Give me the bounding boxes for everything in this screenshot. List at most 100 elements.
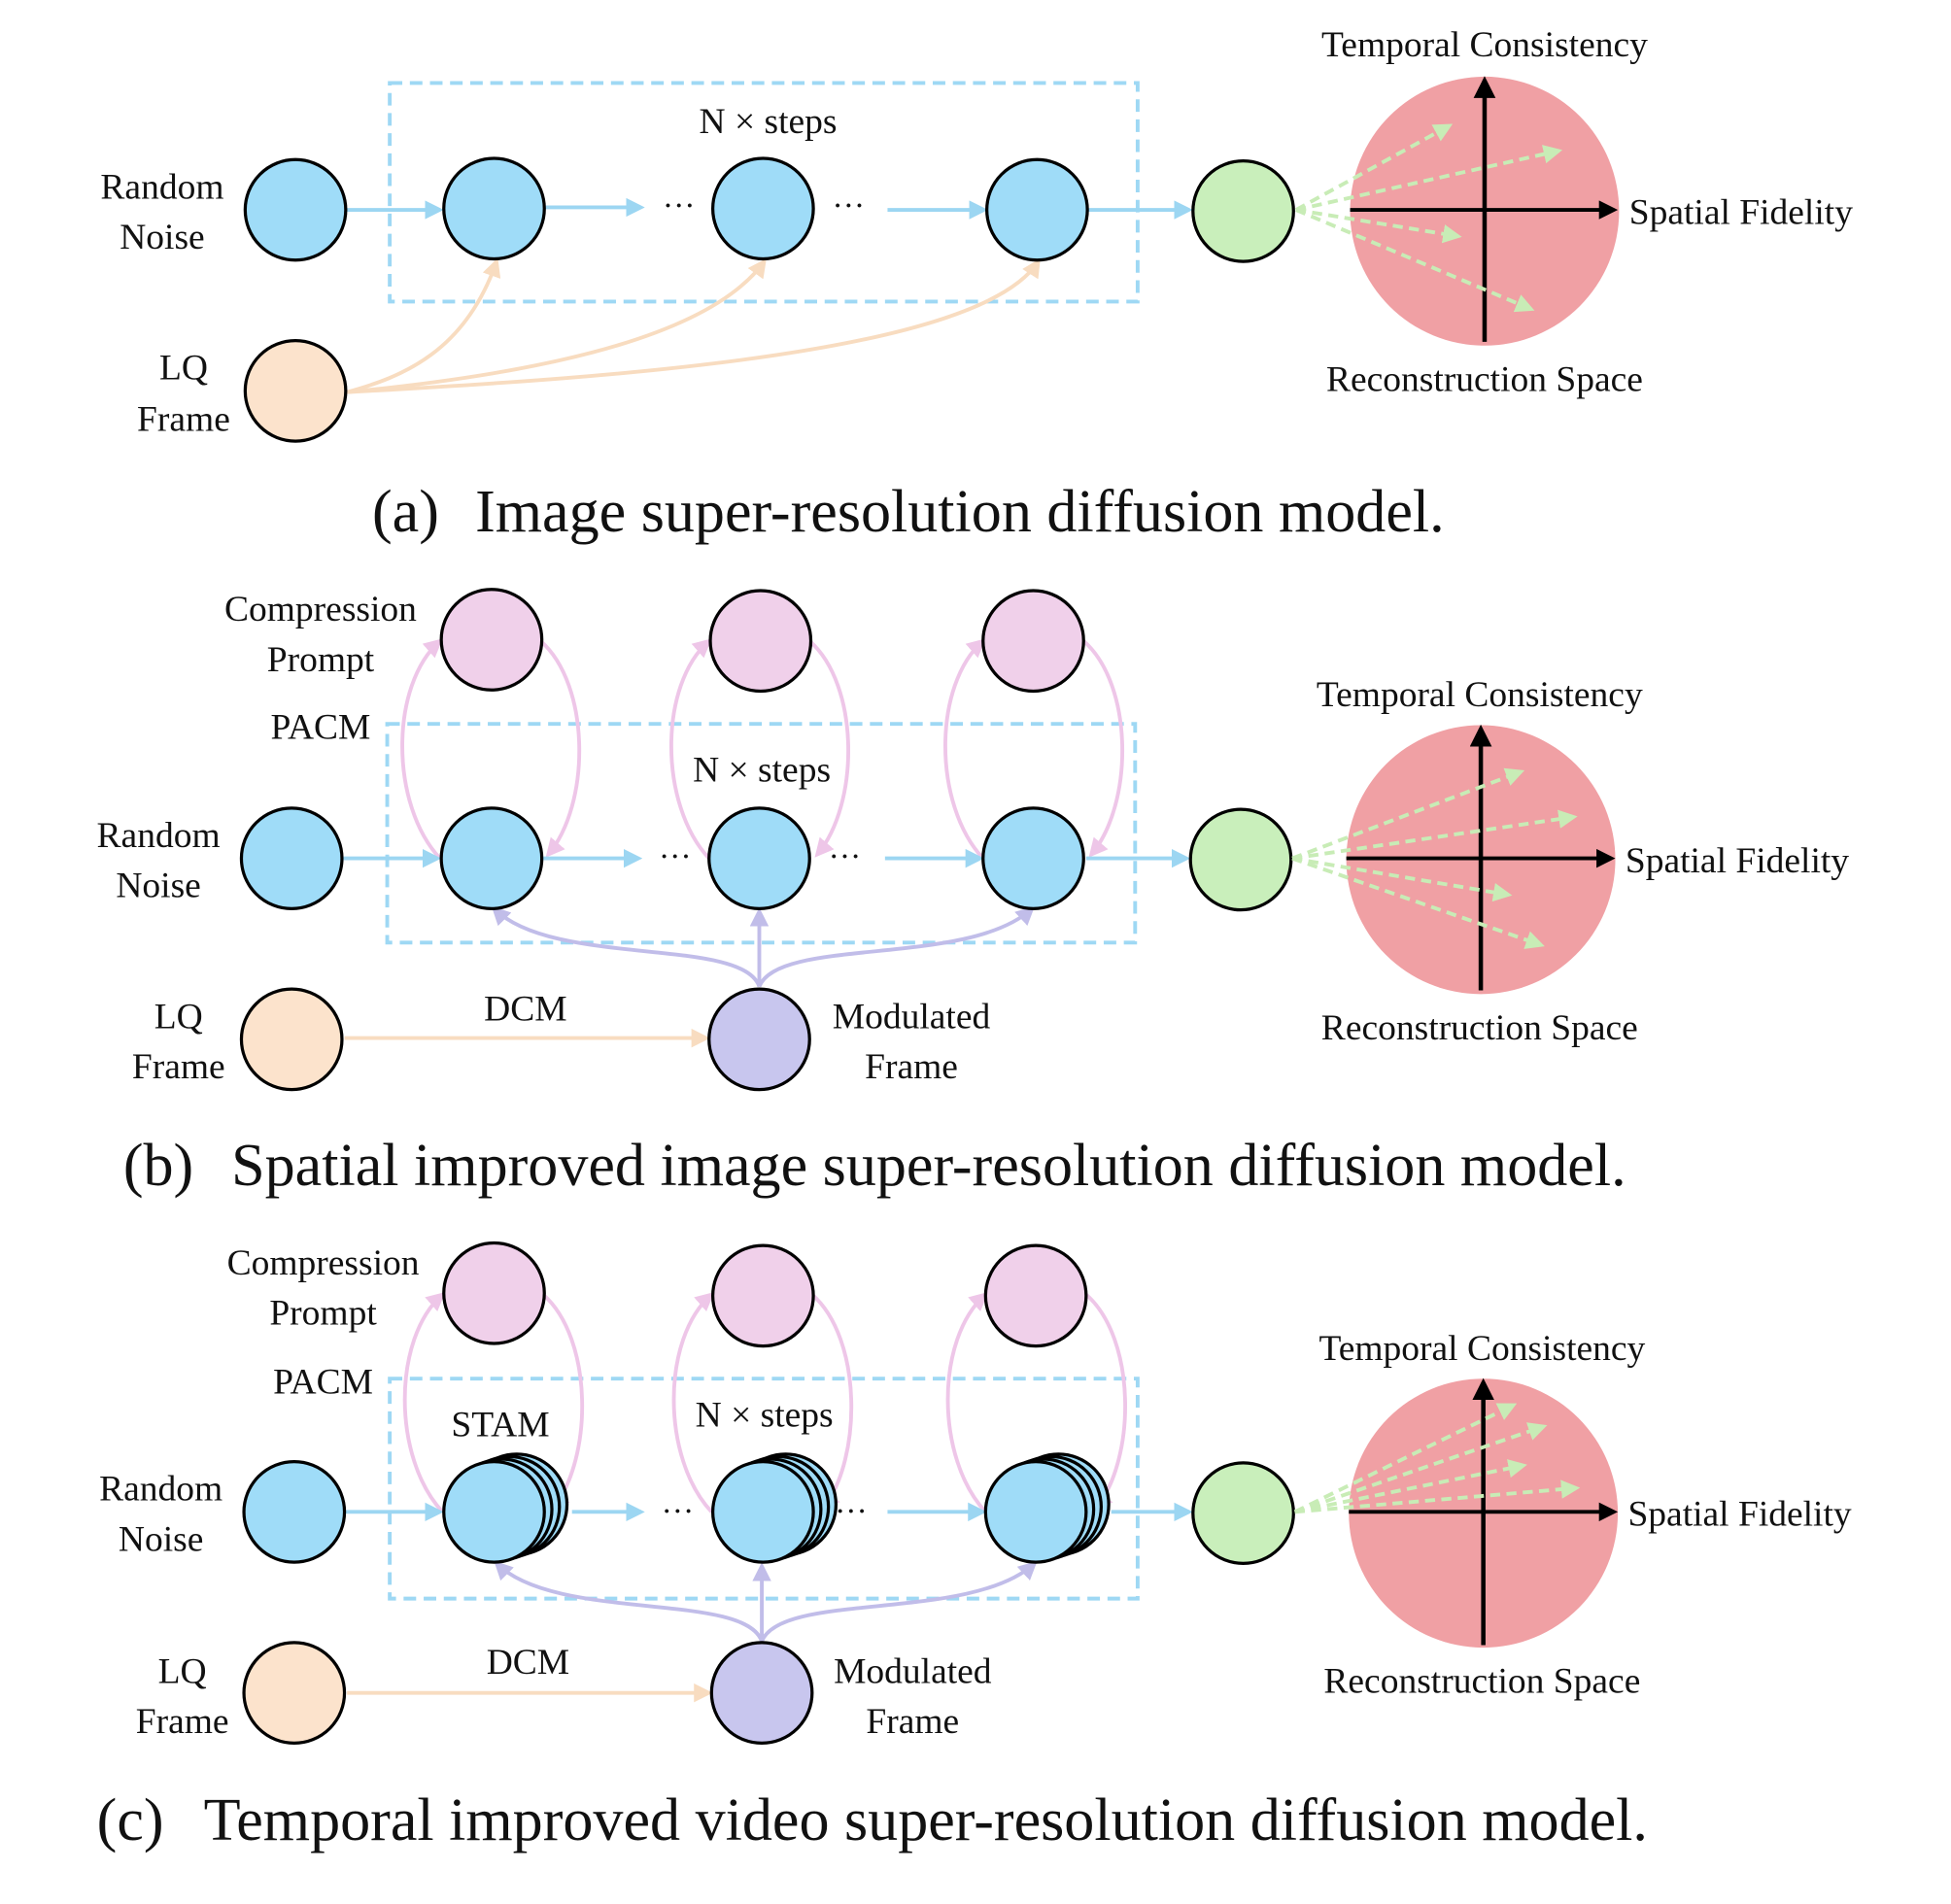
modulated-frame-node bbox=[707, 987, 811, 1092]
solution-vectors bbox=[1291, 767, 1578, 949]
modulated-arrow bbox=[757, 905, 1036, 988]
lq-frame-label: Frame bbox=[137, 400, 230, 440]
prompt-to-step-arrow bbox=[541, 1293, 585, 1512]
solution-vector bbox=[1291, 856, 1545, 949]
lq-frame-node bbox=[242, 1641, 347, 1746]
caption-b-text: Spatial improved image super-resolution … bbox=[231, 1133, 1626, 1199]
stam-stack bbox=[710, 1452, 839, 1564]
lq-arrow bbox=[346, 257, 767, 394]
step-to-prompt-arrow bbox=[400, 638, 443, 860]
n-steps-label: N × steps bbox=[700, 102, 838, 142]
spatial-fidelity-label: Spatial Fidelity bbox=[1626, 841, 1849, 881]
pacm-label: PACM bbox=[273, 1363, 373, 1403]
denoise-step-node bbox=[710, 1459, 815, 1564]
solution-vectors bbox=[1293, 1403, 1581, 1514]
random-noise-label: Random bbox=[100, 167, 223, 207]
modulated-frame-label: Modulated bbox=[833, 997, 991, 1037]
pacm-loops bbox=[400, 638, 1125, 860]
n-steps-label: N × steps bbox=[693, 751, 831, 791]
denoise-step-node bbox=[439, 806, 544, 910]
modulated-arrow bbox=[491, 905, 762, 988]
spatial-fidelity-label: Spatial Fidelity bbox=[1629, 192, 1853, 232]
pacm-loops bbox=[402, 1291, 1128, 1513]
prompt-to-step-arrow bbox=[1084, 1293, 1128, 1512]
modulated-frame-label: Frame bbox=[866, 1702, 959, 1742]
solution-vector bbox=[1294, 1459, 1527, 1514]
ellipsis: ··· bbox=[833, 188, 866, 224]
n-steps-label: N × steps bbox=[696, 1395, 834, 1435]
prompt-to-step-arrow bbox=[1081, 639, 1125, 858]
reconstruction-space-label: Reconstruction Space bbox=[1326, 359, 1643, 399]
ellipsis: ··· bbox=[662, 1494, 695, 1530]
random-noise-label: Random bbox=[97, 816, 221, 856]
temporal-consistency-label: Temporal Consistency bbox=[1321, 25, 1648, 65]
solution-vector bbox=[1293, 1403, 1518, 1514]
compression-prompt-node bbox=[708, 589, 813, 694]
compression-prompt-node bbox=[981, 589, 1085, 694]
n-steps-box bbox=[388, 81, 1140, 304]
panel-b: Compression Prompt PACM Random Noise LQ … bbox=[97, 588, 1849, 1199]
ellipsis: ··· bbox=[835, 1494, 868, 1530]
lq-frame-label: Frame bbox=[132, 1047, 225, 1087]
solution-vectors bbox=[1294, 123, 1563, 313]
temporal-consistency-label: Temporal Consistency bbox=[1317, 675, 1643, 715]
denoise-step-node bbox=[710, 156, 815, 261]
step-to-prompt-arrow bbox=[669, 638, 712, 860]
caption-b-tag: (b) bbox=[123, 1133, 193, 1199]
random-noise-label: Noise bbox=[119, 1519, 203, 1559]
compression-prompt-node bbox=[710, 1243, 815, 1348]
modulated-frame-label: Modulated bbox=[834, 1651, 992, 1691]
output-node bbox=[1191, 1461, 1295, 1566]
denoise-step-node bbox=[985, 157, 1089, 262]
compression-prompt-node bbox=[442, 1241, 546, 1345]
random-noise-label: Noise bbox=[120, 218, 205, 257]
caption-a-tag: (a) bbox=[372, 479, 439, 545]
reconstruction-space-label: Reconstruction Space bbox=[1321, 1008, 1638, 1048]
solution-vector bbox=[1295, 145, 1563, 212]
compression-prompt-label: Prompt bbox=[269, 1294, 377, 1334]
pacm-label: PACM bbox=[271, 708, 371, 748]
lq-frame-label: LQ bbox=[158, 1651, 207, 1691]
step-to-prompt-arrow bbox=[671, 1291, 715, 1513]
lq-arrow bbox=[346, 257, 501, 394]
output-node bbox=[1191, 158, 1295, 263]
compression-prompt-label: Prompt bbox=[267, 640, 375, 680]
denoise-step-node bbox=[981, 806, 1085, 910]
lq-frame-label: Frame bbox=[136, 1702, 229, 1742]
prompt-to-step-arrow bbox=[807, 639, 850, 858]
ellipsis: ··· bbox=[829, 839, 862, 875]
compression-prompt-node bbox=[439, 588, 544, 692]
step-to-prompt-arrow bbox=[945, 1291, 989, 1513]
step-to-prompt-arrow bbox=[943, 638, 986, 860]
modulated-arrow bbox=[760, 1560, 1038, 1643]
modulated-arrow bbox=[494, 1560, 764, 1643]
random-noise-node bbox=[243, 157, 348, 262]
spatial-fidelity-label: Spatial Fidelity bbox=[1627, 1495, 1851, 1535]
solution-vector bbox=[1295, 208, 1462, 244]
solution-vector bbox=[1295, 208, 1535, 313]
solution-vector bbox=[1291, 767, 1525, 861]
random-noise-node bbox=[242, 1459, 347, 1564]
lq-frame-node bbox=[239, 987, 344, 1092]
random-noise-label: Noise bbox=[116, 867, 200, 906]
modulated-arrows bbox=[491, 905, 1036, 988]
stam-stack bbox=[442, 1452, 569, 1564]
output-node bbox=[1188, 807, 1293, 912]
ellipsis: ··· bbox=[659, 839, 692, 875]
solution-vector bbox=[1294, 123, 1454, 212]
prompt-to-step-arrow bbox=[539, 639, 582, 858]
lq-arrow bbox=[347, 257, 1041, 394]
denoise-step-node bbox=[707, 806, 811, 910]
solution-vector bbox=[1294, 1479, 1581, 1514]
panel-c: Compression Prompt PACM STAM Random Nois… bbox=[97, 1241, 1852, 1853]
modulated-frame-node bbox=[709, 1641, 814, 1746]
n-steps-box bbox=[388, 1377, 1140, 1601]
compression-prompt-label: Compression bbox=[227, 1243, 420, 1283]
step-to-prompt-arrow bbox=[402, 1291, 446, 1513]
reconstruction-space-label: Reconstruction Space bbox=[1323, 1662, 1640, 1702]
prompt-to-step-arrow bbox=[810, 1293, 854, 1512]
dcm-label: DCM bbox=[484, 990, 566, 1030]
modulated-arrows bbox=[494, 1560, 1038, 1643]
lq-frame-node bbox=[243, 338, 348, 443]
caption-c-text: Temporal improved video super-resolution… bbox=[204, 1787, 1648, 1853]
